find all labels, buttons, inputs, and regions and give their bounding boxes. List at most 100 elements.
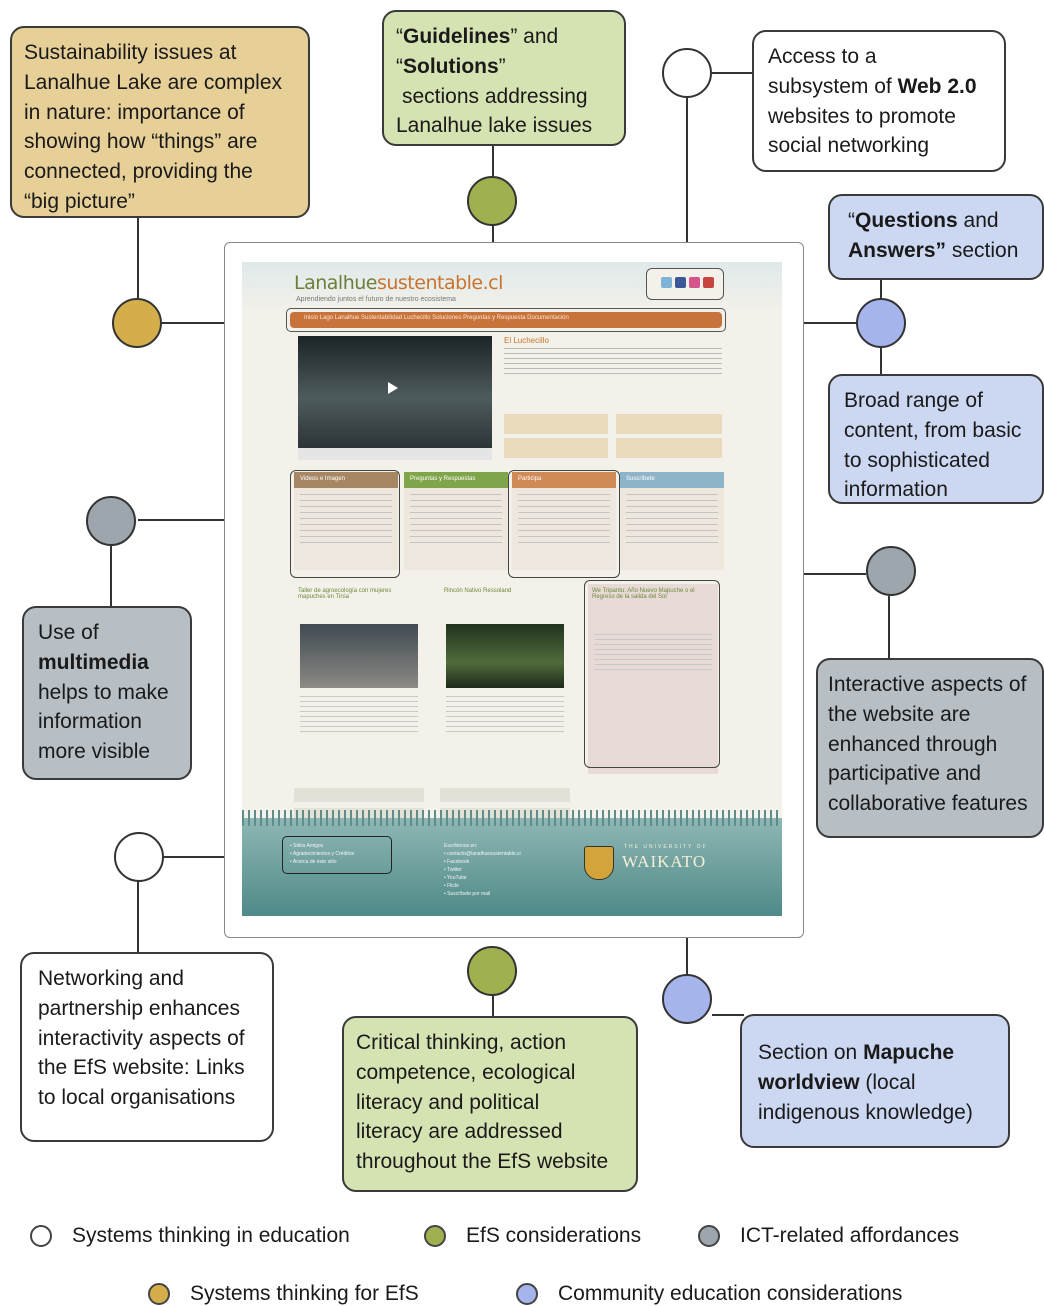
- footer-links[interactable]: • Sitios Amigos • Agradecimientos y Créd…: [290, 843, 355, 865]
- text-line: information: [844, 478, 948, 502]
- legend-item: Systems thinking in education: [30, 1224, 350, 1248]
- text-line: indigenous knowledge): [758, 1100, 973, 1124]
- bold-term: Answers”: [848, 238, 947, 262]
- box-big-picture: Sustainability issues at Lanalhue Lake a…: [10, 26, 310, 218]
- footer-contact[interactable]: Escríbenos en: • contacto@lanalhuesusten…: [444, 843, 521, 897]
- text-fragment: section: [946, 238, 1019, 262]
- tab-suscribete[interactable]: Suscríbete: [620, 472, 724, 570]
- text-line: competence, ecological: [356, 1060, 576, 1084]
- connector: [137, 880, 139, 952]
- article-text: [504, 348, 722, 378]
- text-line: Sustainability issues at: [24, 41, 237, 64]
- bold-term: worldview: [758, 1070, 860, 1094]
- card-text: [446, 696, 564, 736]
- text-line: Use of: [38, 621, 99, 644]
- thumbnail[interactable]: [504, 414, 608, 434]
- tab-body: [410, 494, 502, 544]
- connector: [162, 856, 282, 858]
- text-line: in nature: importance of: [24, 100, 245, 124]
- connector: [110, 546, 112, 606]
- thumbnail[interactable]: [616, 438, 722, 458]
- footer-links-highlight: [282, 836, 392, 874]
- news-card[interactable]: We Tripantu: Año Nuevo Mapuche o el Regr…: [588, 584, 718, 774]
- text-line: showing how “things” are: [24, 130, 258, 154]
- text-line: partnership enhances: [38, 996, 240, 1020]
- box-content-range: Broad range of content, from basic to so…: [828, 374, 1044, 504]
- box-web20: Access to a subsystem of Web 2.0 website…: [752, 30, 1006, 172]
- tab-videos[interactable]: Videos e Imagen: [294, 472, 398, 570]
- tab-body: [300, 494, 392, 544]
- card-image: [446, 624, 564, 688]
- news-card[interactable]: Rincón Nativo Ressoland: [440, 584, 570, 774]
- text-line: connected, providing the: [24, 160, 253, 184]
- box-multimedia: Use of multimedia helps to make informat…: [22, 606, 192, 780]
- site-nav-items[interactable]: Inicio Lago Lanalhue Sustentabilidad Luc…: [304, 315, 569, 321]
- text-line: the website are: [828, 702, 971, 726]
- site-logo-main: Lanalhue: [294, 272, 377, 294]
- card-title: Rincón Nativo Ressoland: [444, 588, 512, 594]
- quote-mark: “: [396, 54, 403, 78]
- marker-community: [856, 298, 906, 348]
- text-line: sections addressing: [402, 84, 588, 108]
- box-questions-answers: “Questions and Answers” section: [828, 194, 1044, 280]
- text-line: information: [38, 710, 142, 734]
- site-tagline: Aprendiendo juntos el futuro de nuestro …: [296, 296, 456, 303]
- legend-item: Community education considerations: [516, 1282, 902, 1306]
- text-line: helps to make: [38, 680, 169, 704]
- footer-grass: [242, 810, 782, 826]
- card-title: We Tripantu: Año Nuevo Mapuche o el Regr…: [592, 588, 695, 600]
- text-line: more visible: [38, 740, 151, 764]
- card-image: [300, 624, 418, 688]
- text-line: Networking and: [38, 967, 184, 990]
- mapuche-highlight: [584, 580, 720, 768]
- tab-participa[interactable]: Participa: [512, 472, 616, 570]
- card-title: Taller de agroecología con mujeres mapuc…: [298, 588, 392, 600]
- play-icon[interactable]: [388, 382, 398, 394]
- nav-highlight: [286, 308, 726, 332]
- text-fragment: (local: [859, 1070, 916, 1094]
- connector: [880, 280, 882, 298]
- facebook-icon[interactable]: [675, 277, 686, 288]
- text-line: “big picture”: [24, 190, 135, 214]
- tab-label: Videos e Imagen: [294, 472, 398, 488]
- marker-systems-education: [114, 832, 164, 882]
- legend-item: ICT-related affordances: [698, 1224, 959, 1248]
- bold-term: Questions: [855, 209, 958, 232]
- youtube-icon[interactable]: [703, 277, 714, 288]
- tab-questions[interactable]: Preguntas y Respuestas: [404, 472, 508, 570]
- text-line: throughout the EfS website: [356, 1150, 609, 1174]
- text-fragment: subsystem of: [768, 74, 898, 98]
- article-title[interactable]: El Luchecillo: [504, 336, 549, 345]
- legend-label: ICT-related affordances: [740, 1224, 960, 1247]
- quote-mark: “: [396, 25, 403, 48]
- bold-term: Guidelines: [403, 25, 511, 48]
- quote-mark: ”: [498, 54, 506, 78]
- connector: [492, 996, 494, 1016]
- site-logo[interactable]: Lanalhuesustentable.cl: [294, 272, 503, 294]
- connector: [138, 519, 290, 521]
- site-nav: [290, 312, 722, 328]
- flickr-icon[interactable]: [689, 277, 700, 288]
- bold-term: Mapuche: [863, 1041, 955, 1064]
- tab-body: [626, 494, 718, 544]
- thumbnail[interactable]: [616, 414, 722, 434]
- tab-label: Preguntas y Respuestas: [404, 472, 508, 488]
- marker-ict: [86, 496, 136, 546]
- text-line: Access to a: [768, 45, 877, 68]
- marker-systems-efs: [112, 298, 162, 348]
- video-controls[interactable]: [298, 448, 492, 460]
- legend-swatch: [148, 1283, 170, 1305]
- box-interactive: Interactive aspects of the website are e…: [816, 658, 1044, 838]
- news-card[interactable]: Taller de agroecología con mujeres mapuc…: [294, 584, 424, 774]
- thumbnail[interactable]: [504, 438, 608, 458]
- social-icons: [646, 268, 724, 300]
- text-line: content, from basic: [844, 418, 1022, 442]
- legend-item: EfS considerations: [424, 1224, 641, 1248]
- text-line: to local organisations: [38, 1086, 236, 1110]
- multimedia-highlight: [290, 470, 400, 578]
- website-screenshot: Lanalhuesustentable.cl Aprendiendo junto…: [242, 262, 782, 916]
- twitter-icon[interactable]: [661, 277, 672, 288]
- connector: [712, 1014, 744, 1016]
- tab-label: Suscríbete: [620, 472, 724, 488]
- site-logo-accent: sustentable.cl: [376, 272, 503, 294]
